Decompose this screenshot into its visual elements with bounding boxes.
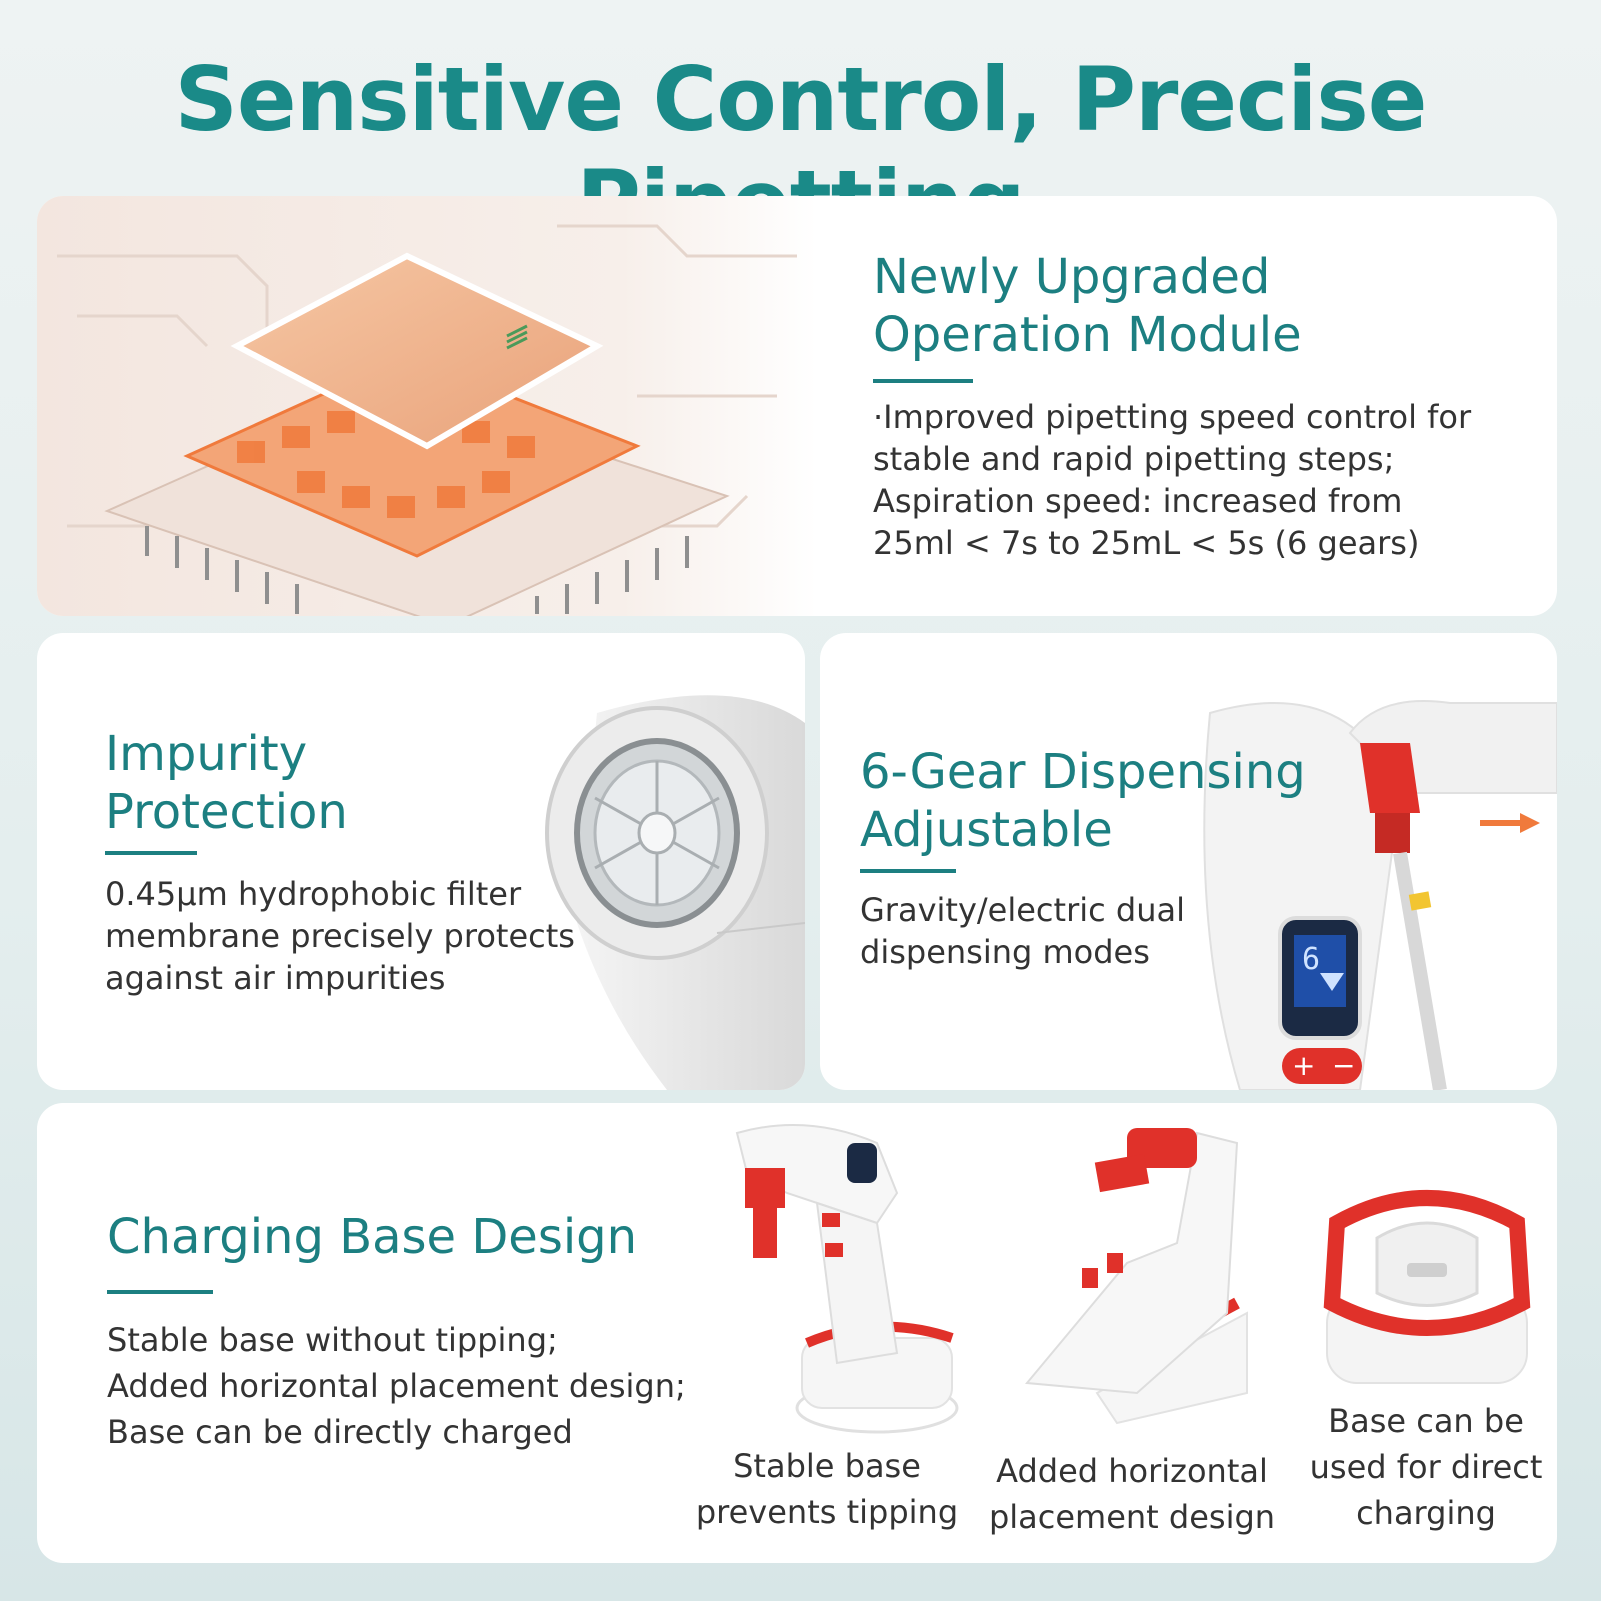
charging-body-line3: Base can be directly charged [107,1413,573,1451]
module-body-line2: stable and rapid pipetting steps; [873,440,1395,478]
operation-module-card: Newly Upgraded Operation Module ·Improve… [37,196,1557,616]
caption-horizontal-placement: Added horizontal placement design [977,1448,1287,1540]
module-body-line1: ·Improved pipetting speed control for [873,398,1472,436]
dispensing-heading: 6-Gear Dispensing Adjustable [860,743,1306,859]
impurity-heading-line1: Impurity [105,726,308,782]
filter-membrane-image [545,695,805,1090]
charging-body: Stable base without tipping; Added horiz… [107,1317,727,1455]
gear-display-value: 6 [1302,942,1320,977]
svg-text:−: − [1332,1049,1355,1082]
impurity-body-line3: against air impurities [105,959,446,997]
module-heading-line2: Operation Module [873,307,1302,363]
horizontal-placement-product-image [1025,1128,1248,1425]
pipette-display-image: 6 + − [1203,700,1557,1090]
caption-direct-charging-line3: charging [1356,1494,1496,1532]
caption-direct-charging-line2: used for direct [1309,1448,1543,1486]
charging-base-card: Charging Base Design Stable base without… [37,1103,1557,1563]
charging-underline [107,1290,213,1294]
caption-horizontal-line2: placement design [988,1498,1276,1536]
caption-stable-base: Stable base prevents tipping [677,1443,977,1535]
stable-base-product-image [735,1124,959,1434]
impurity-body-line1: 0.45μm hydrophobic filter [105,875,522,913]
dispensing-body-line2: dispensing modes [860,933,1150,971]
chip-module-image [37,196,817,616]
module-body-line3: Aspiration speed: increased from [873,482,1403,520]
caption-direct-charging-line1: Base can be [1328,1402,1524,1440]
module-body-line4: 25ml < 7s to 25mL < 5s (6 gears) [873,524,1420,562]
charging-body-line2: Added horizontal placement design; [107,1367,686,1405]
impurity-protection-card: Impurity Protection 0.45μm hydrophobic f… [37,633,805,1090]
svg-text:+: + [1292,1049,1315,1082]
dispensing-heading-line2: Adjustable [860,802,1113,858]
charging-body-line1: Stable base without tipping; [107,1321,558,1359]
module-heading-line1: Newly Upgraded [873,249,1271,305]
caption-stable-base-line2: prevents tipping [695,1493,959,1531]
module-body: ·Improved pipetting speed control for st… [873,396,1523,564]
caption-direct-charging: Base can be used for direct charging [1295,1398,1557,1536]
dispensing-heading-line1: 6-Gear Dispensing [860,744,1306,800]
charging-heading: Charging Base Design [107,1209,638,1265]
impurity-heading: Impurity Protection [105,725,348,841]
impurity-underline [105,851,197,855]
impurity-body-line2: membrane precisely protects [105,917,575,955]
caption-horizontal-line1: Added horizontal [996,1452,1268,1490]
impurity-heading-line2: Protection [105,784,348,840]
dispensing-body-line1: Gravity/electric dual [860,891,1185,929]
impurity-body: 0.45μm hydrophobic filter membrane preci… [105,873,605,999]
caption-stable-base-line1: Stable base [733,1447,921,1485]
dispensing-card: 6 + − 6-Gear Dispensing Adjustable Gravi… [820,633,1557,1090]
dispensing-body: Gravity/electric dual dispensing modes [860,889,1220,973]
module-underline [873,379,973,383]
module-heading: Newly Upgraded Operation Module [873,248,1302,364]
direct-charging-base-image [1323,1190,1531,1384]
dispensing-underline [860,869,956,873]
